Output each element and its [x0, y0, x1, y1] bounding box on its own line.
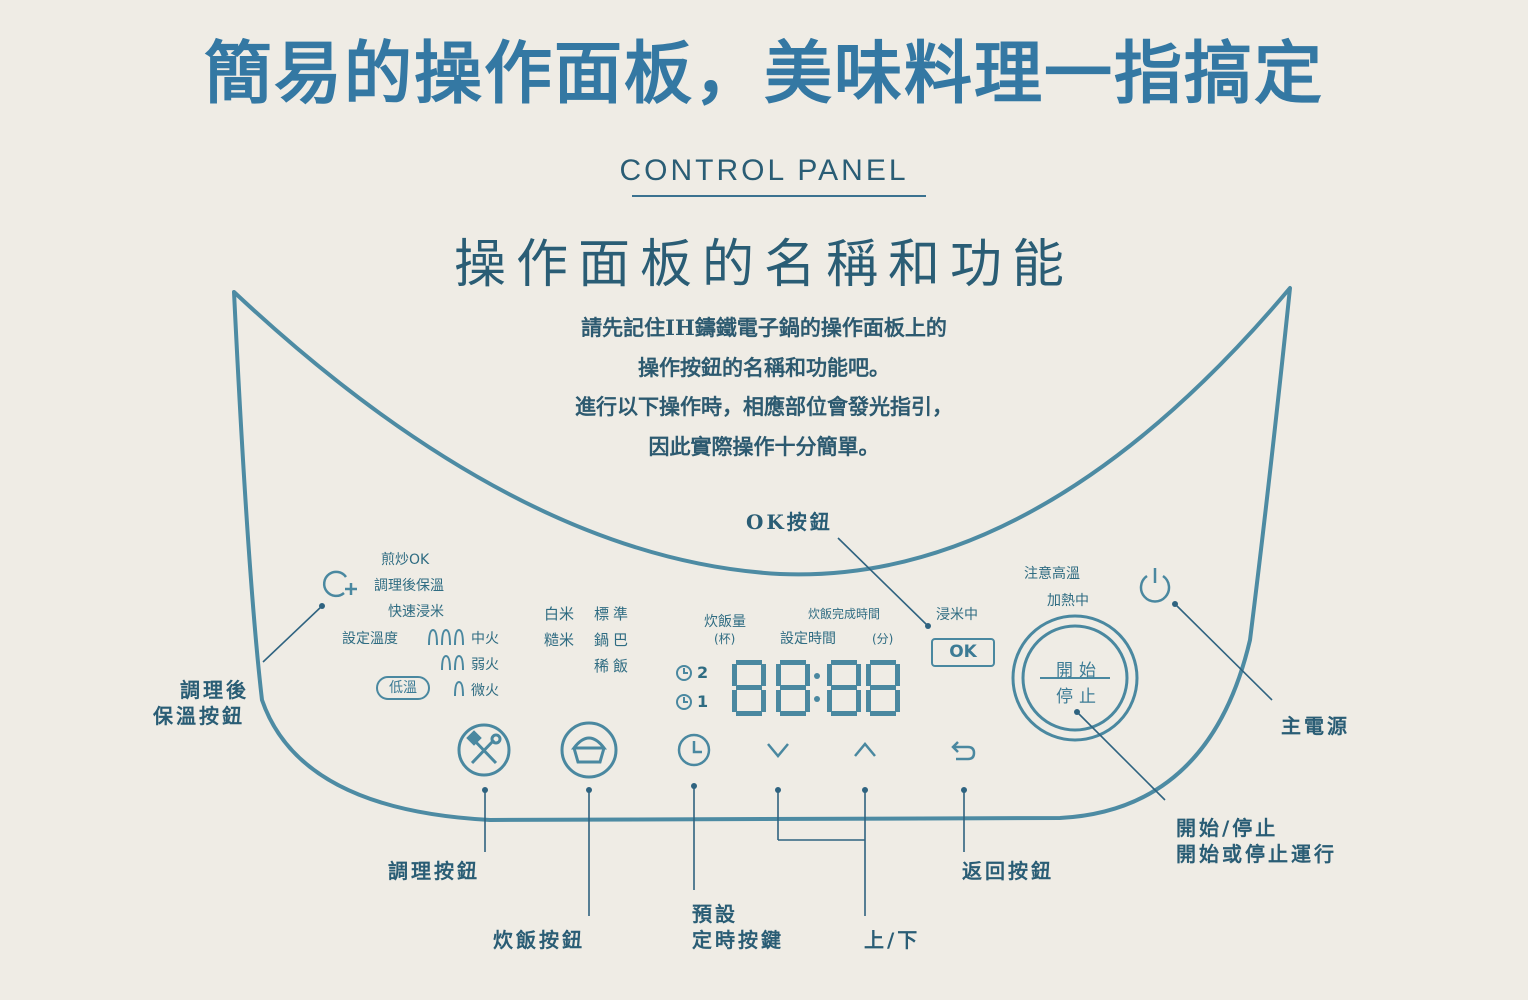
headline: 簡易的操作面板，美味料理一指搞定 — [203, 35, 1324, 114]
timer-2-label: 2 — [697, 663, 709, 682]
back-arrow-icon — [951, 741, 976, 761]
callout-back-button: 返回按鈕 — [962, 859, 1054, 883]
subhead-english: CONTROL PANEL — [619, 154, 909, 187]
soaking-label: 浸米中 — [936, 607, 978, 623]
timer-2-icon — [676, 665, 692, 681]
minutes-unit: (分) — [872, 632, 894, 646]
rice-button[interactable] — [562, 723, 618, 779]
keep-warm-label: 調理後保溫 — [374, 578, 444, 594]
down-button[interactable] — [762, 736, 794, 764]
seven-segment-display — [732, 660, 900, 716]
timer-1-icon — [676, 694, 692, 710]
up-button[interactable] — [849, 736, 881, 764]
callout-up-down: 上/下 — [864, 928, 921, 952]
heating-label: 加熱中 — [1047, 593, 1089, 609]
set-temp-label: 設定溫度 — [342, 631, 398, 647]
intro-paragraph: 請先記住IH鑄鐵電子鍋的操作面板上的 操作按鈕的名稱和功能吧。 進行以下操作時，… — [0, 308, 1528, 466]
leader-dots — [319, 601, 1178, 793]
heat-minimal-label: 微火 — [471, 683, 499, 699]
clock-icon — [677, 733, 711, 767]
start-stop-button[interactable] — [1013, 616, 1137, 740]
rice-amount-label: 炊飯量 — [704, 614, 746, 630]
back-button[interactable] — [948, 736, 980, 766]
panel-outline — [232, 286, 1292, 822]
intro-line: 請先記住IH鑄鐵電子鍋的操作面板上的 — [581, 315, 947, 340]
callout-ok-button: OK按鈕 — [746, 510, 833, 534]
callout-start-stop-line2: 開始或停止運行 — [1176, 842, 1337, 866]
intro-line: 進行以下操作時，相應部位會發光指引， — [575, 394, 953, 419]
callout-keep-warm-line1: 調理後 — [180, 678, 249, 702]
keep-warm-button[interactable] — [320, 566, 358, 602]
rice-menu-white: 白米 — [544, 605, 575, 623]
callout-main-power: 主電源 — [1281, 714, 1350, 738]
utensils-icon — [457, 723, 511, 777]
timer-button[interactable] — [677, 733, 711, 767]
heat-medium-label: 中火 — [471, 631, 499, 647]
subhead-underline — [632, 195, 926, 197]
callout-rice-button: 炊飯按鈕 — [493, 928, 585, 952]
timer-1-label: 1 — [697, 692, 709, 711]
callout-keep-warm-line2: 保溫按鈕 — [153, 704, 245, 728]
intro-line: 操作按鈕的名稱和功能吧。 — [638, 354, 890, 380]
cook-button[interactable] — [459, 725, 511, 777]
stop-label: 停止 — [1056, 687, 1102, 707]
quick-soak-label: 快速浸米 — [388, 604, 444, 620]
rice-amount-unit: (杯) — [714, 632, 736, 646]
callout-timer-line2: 定時按鍵 — [692, 928, 784, 952]
leader-lines — [262, 537, 1273, 916]
start-stop-ring — [1011, 614, 1139, 742]
heat-low-label: 弱火 — [471, 657, 499, 673]
finish-time-label: 炊飯完成時間 — [808, 607, 881, 621]
chevron-down-icon — [767, 743, 789, 758]
rice-menu-crust: 鍋巴 — [594, 631, 633, 649]
low-temp-indicator: 低溫 — [376, 676, 430, 700]
rice-menu-brown: 糙米 — [544, 631, 575, 649]
start-label: 開始 — [1056, 661, 1102, 681]
set-time-label: 設定時間 — [780, 631, 836, 647]
keep-warm-icon — [323, 570, 357, 598]
stir-fry-ok-label: 煎炒OK — [381, 552, 430, 568]
intro-line: 因此實際操作十分簡單。 — [648, 433, 880, 459]
section-title: 操作面板的名稱和功能 — [453, 235, 1074, 295]
rice-bowl-icon — [560, 721, 618, 779]
power-icon — [1139, 568, 1171, 603]
callout-cook-button: 調理按鈕 — [388, 859, 480, 883]
power-button[interactable] — [1138, 566, 1172, 600]
caution-hot-label: 注意高溫 — [1024, 566, 1080, 582]
callout-timer-line1: 預設 — [692, 902, 738, 926]
callout-start-stop-line1: 開始/停止 — [1176, 816, 1279, 840]
flame-icons — [428, 628, 464, 697]
rice-menu-standard: 標準 — [594, 605, 633, 623]
rice-menu-porridge: 稀飯 — [594, 657, 633, 675]
ok-button[interactable]: OK — [931, 638, 995, 667]
chevron-up-icon — [854, 742, 876, 757]
